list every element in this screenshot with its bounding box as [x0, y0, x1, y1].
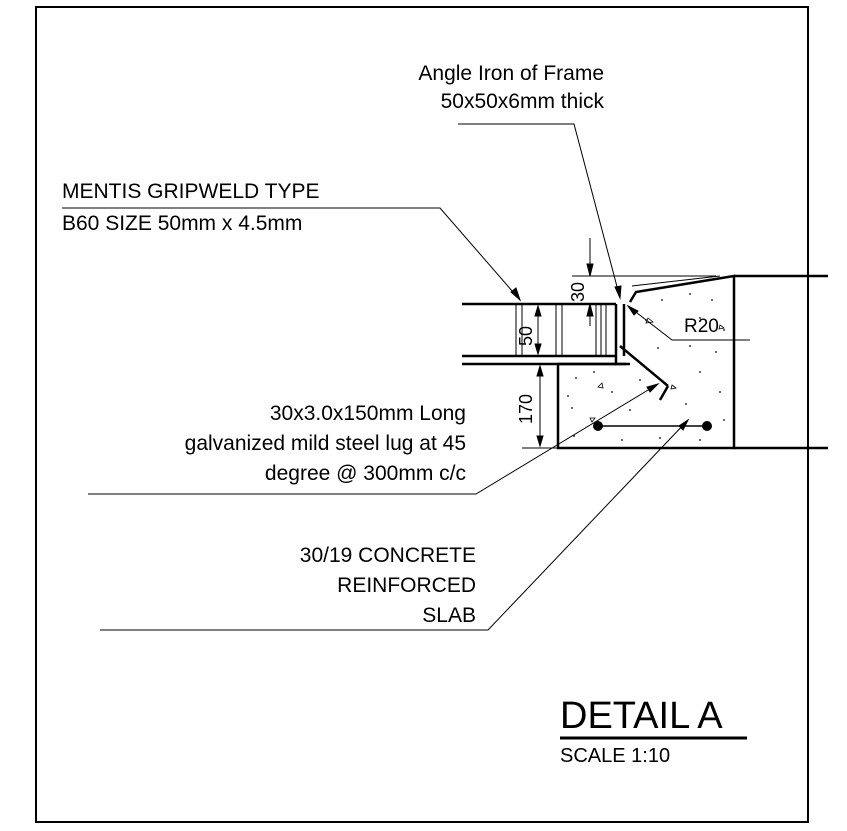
dim-170-text: 170: [516, 394, 536, 424]
leader-lug: [88, 383, 660, 495]
dim-30-text: 30: [568, 282, 588, 302]
leader-slab: [100, 418, 690, 631]
slab-label-line3: SLAB: [422, 604, 476, 627]
leader-gripweld: [62, 207, 522, 302]
dim-30: [572, 238, 716, 326]
lug-label-line1: 30x3.0x150mm Long: [270, 402, 466, 425]
slab-label-line1: 30/19 CONCRETE: [300, 544, 476, 567]
lug-label-line2: galvanized mild steel lug at 45: [185, 432, 466, 455]
dim-50-text: 50: [516, 326, 536, 346]
leader-angle-iron: [458, 123, 622, 300]
detail-title: DETAIL A: [560, 695, 723, 737]
dim-50: [534, 304, 542, 356]
concrete-slab: [556, 274, 828, 450]
angle-iron-label-line1: Angle Iron of Frame: [418, 62, 604, 85]
concrete-stipple: [567, 293, 725, 441]
slab-label-line2: REINFORCED: [337, 574, 476, 597]
gripweld-label-line2: B60 SIZE 50mm x 4.5mm: [62, 212, 302, 235]
drawing-border: [35, 6, 809, 823]
lug-label-line3: degree @ 300mm c/c: [265, 462, 466, 485]
dim-170: [522, 364, 558, 449]
gripweld-label-line1: MENTIS GRIPWELD TYPE: [62, 180, 320, 203]
leader-radius: [626, 304, 750, 341]
detail-scale: SCALE 1:10: [560, 745, 670, 767]
angle-iron-label-line2: 50x50x6mm thick: [441, 90, 605, 113]
radius-text: R20: [684, 316, 719, 337]
rebar-dots: [593, 421, 712, 431]
angle-iron: [614, 304, 630, 366]
aggregate-marks: [589, 317, 725, 423]
